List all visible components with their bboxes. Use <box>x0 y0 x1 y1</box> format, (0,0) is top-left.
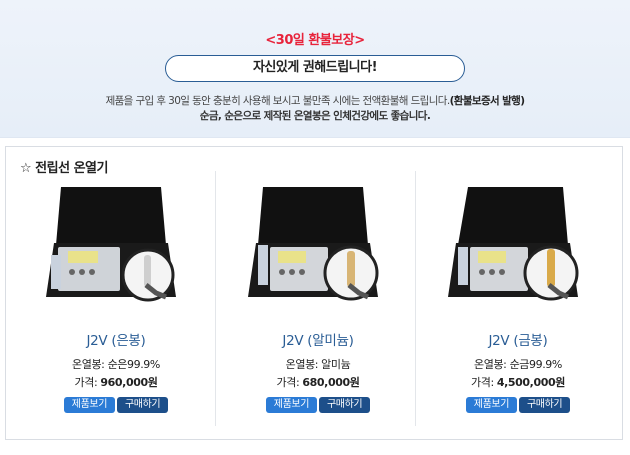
column-divider <box>215 171 216 426</box>
product-actions: 제품보기 구매하기 <box>16 397 216 413</box>
view-product-button[interactable]: 제품보기 <box>465 397 517 413</box>
product-spec: 온열봉: 순은99.9% <box>72 358 160 371</box>
price-label: 가격: <box>74 376 98 389</box>
product-name[interactable]: J2V (은봉) <box>86 333 146 349</box>
view-product-button[interactable]: 제품보기 <box>63 397 115 413</box>
product-image[interactable] <box>16 185 216 315</box>
product-card-gold: J2V (금봉) 온열봉: 순금99.9% 가격: 4,500,000원 제품보… <box>418 185 618 435</box>
refund-certificate-note: (환불보증서 발행) <box>449 95 525 107</box>
buy-button[interactable]: 구매하기 <box>519 397 571 413</box>
product-actions: 제품보기 구매하기 <box>418 397 618 413</box>
product-price: 가격: 4,500,000원 <box>418 374 618 390</box>
material-note: 순금, 순은으로 제작된 온열봉은 인체건강에도 좋습니다. <box>199 110 431 122</box>
guarantee-title: <30일 환불보장> <box>265 33 365 48</box>
product-image[interactable] <box>418 185 618 315</box>
price-value: 680,000원 <box>302 376 360 389</box>
product-spec: 온열봉: 알미늄 <box>285 358 351 371</box>
product-name[interactable]: J2V (금봉) <box>488 333 548 349</box>
product-actions: 제품보기 구매하기 <box>218 397 418 413</box>
product-card-aluminum: J2V (알미늄) 온열봉: 알미늄 가격: 680,000원 제품보기 구매하… <box>218 185 418 435</box>
price-label: 가격: <box>471 376 494 389</box>
view-product-button[interactable]: 제품보기 <box>265 397 317 413</box>
column-divider <box>415 171 416 426</box>
recommend-pill: 자신있게 권해드립니다! <box>165 55 465 82</box>
buy-button[interactable]: 구매하기 <box>117 397 169 413</box>
product-price: 가격: 960,000원 <box>16 374 216 390</box>
product-panel: ☆ 전립선 온열기 J2V (은봉) 온열봉: 순은99.9% 가격: 960,… <box>5 146 623 440</box>
price-value: 960,000원 <box>100 376 158 389</box>
product-spec: 온열봉: 순금99.9% <box>474 358 562 371</box>
product-card-silver: J2V (은봉) 온열봉: 순은99.9% 가격: 960,000원 제품보기 … <box>16 185 216 435</box>
product-image[interactable] <box>218 185 418 315</box>
section-title: ☆ 전립선 온열기 <box>20 161 108 176</box>
buy-button[interactable]: 구매하기 <box>319 397 371 413</box>
refund-description: 제품을 구입 후 30일 동안 충분히 사용해 보시고 불만족 시에는 전액환불… <box>0 93 630 108</box>
product-price: 가격: 680,000원 <box>218 374 418 390</box>
price-value: 4,500,000원 <box>496 376 565 389</box>
product-name[interactable]: J2V (알미늄) <box>282 333 354 349</box>
refund-banner: <30일 환불보장> 자신있게 권해드립니다! 제품을 구입 후 30일 동안 … <box>0 0 630 138</box>
price-label: 가격: <box>276 376 300 389</box>
refund-text: 제품을 구입 후 30일 동안 충분히 사용해 보시고 불만족 시에는 전액환불… <box>105 95 451 107</box>
